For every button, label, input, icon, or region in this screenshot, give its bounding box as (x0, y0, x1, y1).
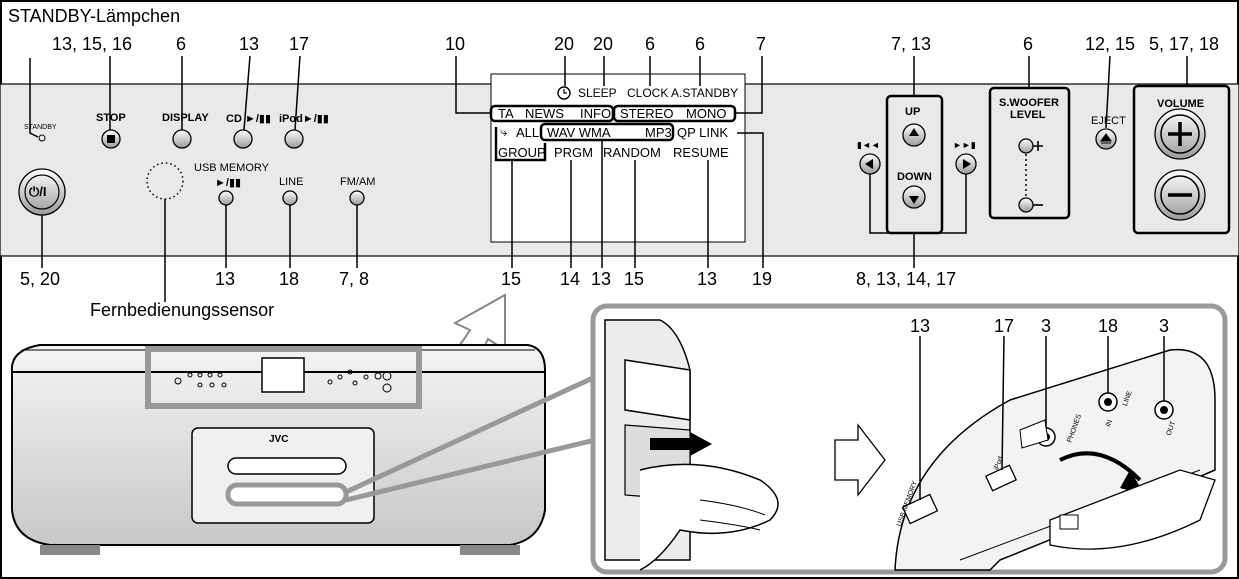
group-indicator: GROUP (498, 145, 546, 160)
callout-15-b: 15 (624, 269, 645, 289)
up-label: UP (905, 106, 921, 118)
wav-wma-indicator: WAV WMA (547, 125, 611, 140)
usb-memory-label: USB MEMORY (194, 162, 269, 174)
ipod-play-button (284, 129, 304, 149)
callout-6-woofer: 6 (1023, 34, 1034, 54)
line-button (282, 190, 298, 206)
callout-6-astandby: 6 (695, 34, 706, 54)
volume-label: VOLUME (1157, 98, 1205, 110)
callout-7-13: 7, 13 (891, 34, 932, 54)
remote-sensor-caption: Fernbedienungssensor (90, 300, 275, 320)
callout-20-clock: 20 (554, 34, 575, 54)
cd-label: CD ►/▮▮ (226, 113, 271, 125)
callout-3-lineout: 3 (1159, 316, 1170, 336)
callout-20-sleep: 20 (593, 34, 614, 54)
usb-port (901, 493, 939, 525)
standby-lamp-caption: STANDBY-Lämpchen (8, 6, 181, 26)
lcd-display (490, 73, 746, 243)
astandby-indicator: A.STANDBY (671, 86, 739, 100)
display-label: DISPLAY (162, 112, 209, 124)
callout-12-15: 12, 15 (1085, 34, 1136, 54)
mono-indicator: MONO (686, 106, 727, 121)
ipod-label: iPod►/▮▮ (279, 113, 329, 125)
cd-play-button (233, 129, 253, 149)
callout-7-8: 7, 8 (339, 269, 370, 289)
fmam-label: FM/AM (340, 176, 376, 188)
power-label: ⏻/I (29, 184, 47, 199)
clock-indicator: CLOCK (627, 86, 669, 100)
eject-label: EJECT (1091, 115, 1126, 127)
callout-13-usb: 13 (215, 269, 236, 289)
callout-10: 10 (445, 34, 466, 54)
callout-13-usbport: 13 (910, 316, 931, 336)
callout-3-phones: 3 (1041, 316, 1052, 336)
mp3-indicator: MP3 (645, 125, 672, 140)
standby-label: STANDBY (24, 124, 57, 131)
qp-link-indicator: QP LINK (677, 125, 729, 140)
callout-13-cd: 13 (239, 34, 260, 54)
prev-label: ▮◄◄ (857, 140, 880, 150)
callout-17-ipodport: 17 (994, 316, 1015, 336)
callout-13-a: 13 (591, 269, 612, 289)
fmam-button (349, 190, 365, 206)
device-top-panel-highlight (145, 346, 422, 409)
resume-indicator: RESUME (673, 145, 729, 160)
usb-play-button (218, 190, 234, 206)
ipod-port (984, 464, 1018, 492)
callout-17-ipod: 17 (289, 34, 310, 54)
woofer-minus-button (1018, 197, 1034, 213)
prgm-indicator: PRGM (554, 145, 593, 160)
callout-6-display: 6 (176, 34, 187, 54)
sleep-indicator: SLEEP (578, 86, 617, 100)
clock-icon (557, 86, 571, 100)
stereo-indicator: STEREO (620, 106, 674, 121)
callout-15-a: 15 (501, 269, 522, 289)
display-button (172, 129, 192, 149)
callout-14: 14 (560, 269, 581, 289)
woofer-plus-button (1018, 138, 1034, 154)
level-label: LEVEL (1010, 109, 1046, 121)
callout-13-15-16: 13, 15, 16 (52, 34, 133, 54)
callout-5-17-18: 5, 17, 18 (1149, 34, 1220, 54)
callout-18-linein: 18 (1098, 316, 1119, 336)
woofer-label: S.WOOFER (999, 97, 1059, 109)
callout-6-clock: 6 (645, 34, 656, 54)
down-label: DOWN (897, 171, 932, 183)
callout-19: 19 (752, 269, 773, 289)
stop-label: STOP (96, 112, 126, 124)
ta-indicator: TA (498, 106, 514, 121)
usb-play-label: ►/▮▮ (215, 177, 242, 189)
callout-8-13-14-17: 8, 13, 14, 17 (856, 269, 957, 289)
brand-logo: JVC (269, 434, 289, 445)
news-indicator: NEWS (525, 106, 564, 121)
line-label: LINE (279, 176, 304, 188)
callout-7-mono: 7 (756, 34, 767, 54)
callout-13-b: 13 (697, 269, 718, 289)
standby-led (38, 134, 46, 142)
callout-5-20: 5, 20 (20, 269, 61, 289)
next-label: ►►▮ (953, 140, 976, 150)
callout-18-line: 18 (279, 269, 300, 289)
repeat-icon: ⤷ (500, 124, 508, 139)
random-indicator: RANDOM (603, 145, 661, 160)
info-indicator: INFO (580, 106, 612, 121)
all-indicator: ALL (516, 125, 540, 140)
